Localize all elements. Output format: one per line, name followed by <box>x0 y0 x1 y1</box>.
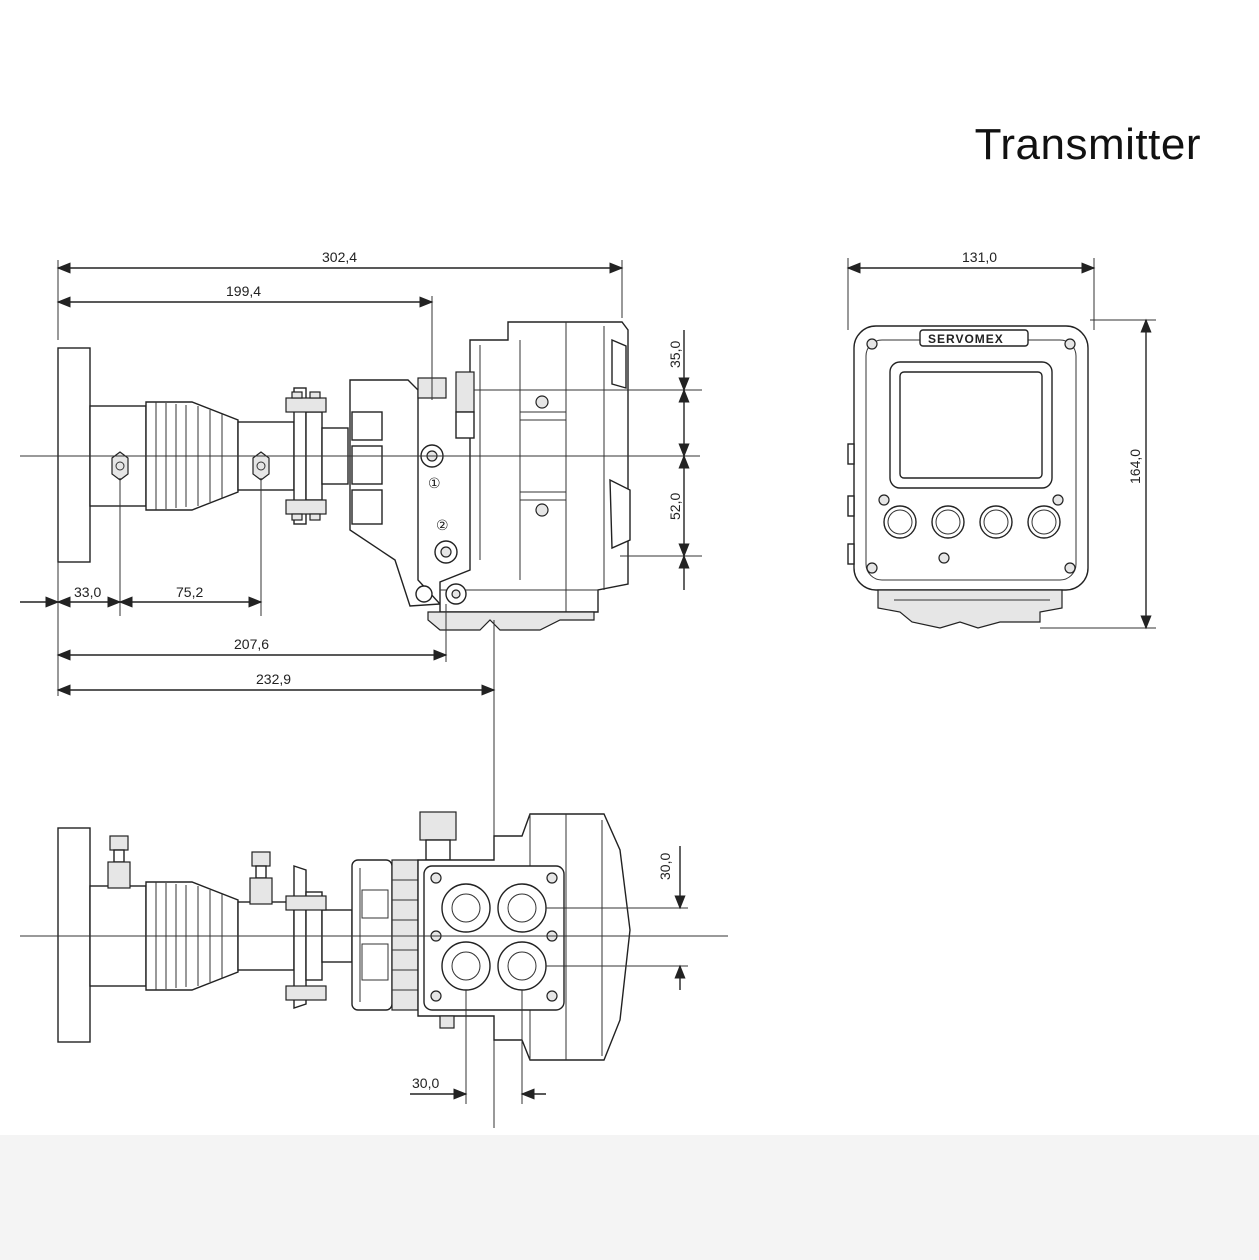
dim-side-to-earth: 207,6 <box>234 636 269 652</box>
front-view-dimensions: 131,0 164,0 <box>846 249 1156 630</box>
front-brand-plate <box>919 329 1029 347</box>
top-gland-4 <box>497 941 547 991</box>
dim-side-flange-offset: 33,0 <box>74 584 101 600</box>
top-view <box>20 811 728 1061</box>
top-gas-fitting <box>419 811 457 841</box>
port-1-marker: ① <box>428 475 441 491</box>
dim-side-lower-gap: 52,0 <box>667 493 683 520</box>
dim-side-upper-gap: 35,0 <box>667 341 683 368</box>
top-fitting-1 <box>107 835 131 889</box>
dim-front-width: 131,0 <box>962 249 997 265</box>
port-2-marker: ② <box>436 517 449 533</box>
side-screw-upper <box>535 395 549 409</box>
page-title: Transmitter <box>974 120 1201 169</box>
front-button-2 <box>931 505 965 539</box>
dim-side-port-spacing: 75,2 <box>176 584 203 600</box>
dim-front-height: 164,0 <box>1127 449 1143 484</box>
front-view: SERVOMEX <box>847 325 1089 629</box>
dim-top-vertical-spacing: 30,0 <box>657 853 673 880</box>
top-gland-3 <box>441 941 491 991</box>
dim-side-to-center: 232,9 <box>256 671 291 687</box>
dim-side-flange-to-fitting: 199,4 <box>226 283 261 299</box>
front-status-led <box>938 552 950 564</box>
side-fitting-1 <box>111 451 129 481</box>
top-view-dimensions: 30,0 30,0 <box>410 846 688 1104</box>
top-gland-plate <box>423 865 565 1011</box>
top-gland-2 <box>497 883 547 933</box>
bottom-band <box>0 1135 1259 1260</box>
side-housing <box>439 321 629 613</box>
front-brand-label: SERVOMEX <box>928 332 1004 346</box>
side-feet <box>427 611 595 631</box>
front-button-3 <box>979 505 1013 539</box>
side-flange <box>57 347 91 563</box>
side-screw-lower <box>535 503 549 517</box>
side-view: ① ② <box>20 321 700 631</box>
front-button-1 <box>883 505 917 539</box>
top-flange <box>57 827 91 1043</box>
front-button-4 <box>1027 505 1061 539</box>
top-bracket <box>351 859 393 1011</box>
dim-top-horizontal-spacing: 30,0 <box>412 1075 439 1091</box>
top-gland-1 <box>441 883 491 933</box>
side-fitting-2 <box>252 451 270 481</box>
side-gas-fitting <box>417 371 475 439</box>
top-fitting-2 <box>249 851 273 905</box>
dim-side-total-width: 302,4 <box>322 249 357 265</box>
front-base <box>877 589 1063 629</box>
earth-icon <box>415 585 433 603</box>
front-display-screen <box>899 371 1043 479</box>
